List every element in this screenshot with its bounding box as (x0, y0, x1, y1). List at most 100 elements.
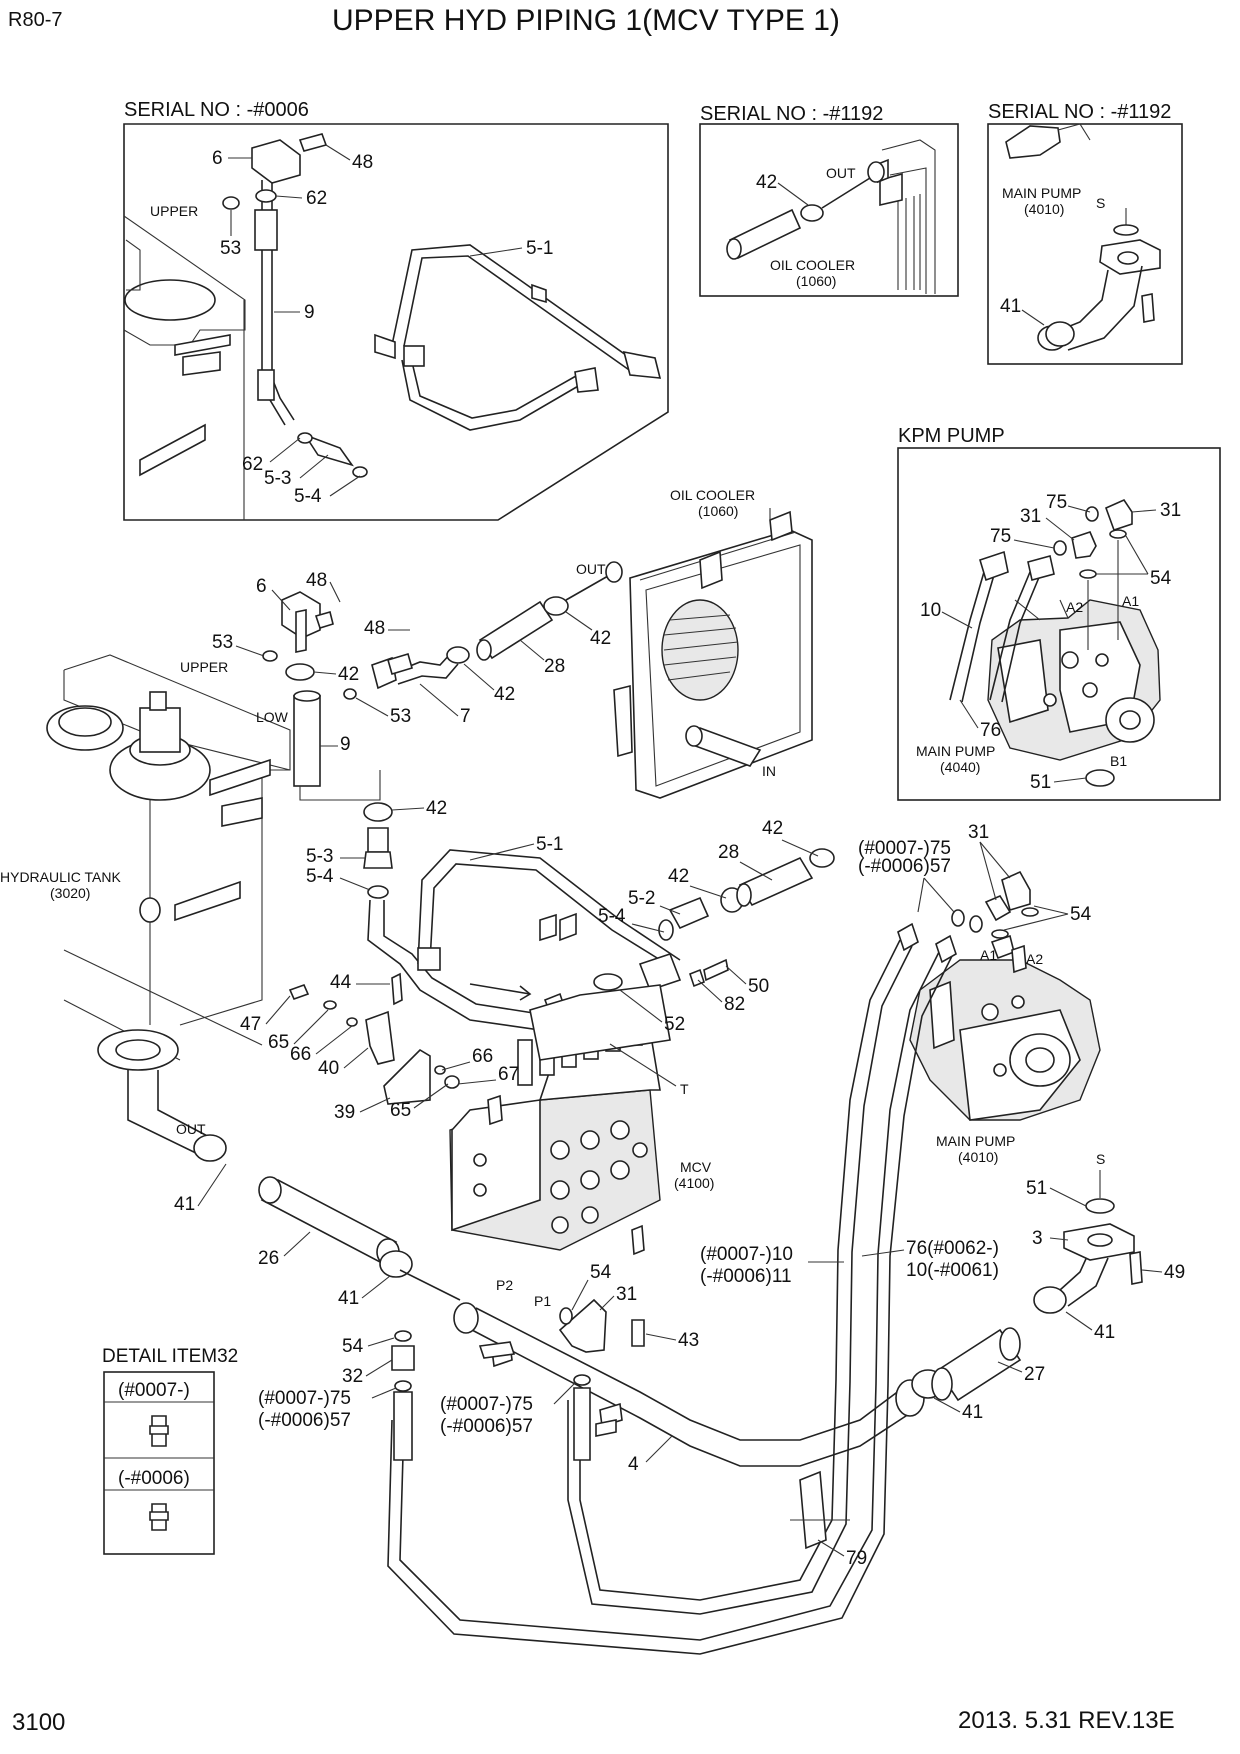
revision-date: 2013. 5.31 REV.13E (958, 1707, 1175, 1734)
callout-53: 53 (220, 238, 241, 259)
hydraulic-tank: OUT HYDRAULIC TANK (3020) UPPER LOW (0, 654, 291, 1162)
inset-serial-label-mid: SERIAL NO : -#1192 (700, 103, 883, 125)
callout-main-42a: 42 (338, 664, 359, 685)
callout-main-51: 51 (1026, 1178, 1047, 1199)
callout-main-66: 66 (290, 1044, 311, 1065)
detail-title: DETAIL ITEM32 (102, 1346, 238, 1367)
callout-main-41d: 41 (962, 1402, 983, 1423)
callout-main-4: 4 (628, 1454, 639, 1475)
callout-kpm-10: 10 (920, 600, 941, 621)
suction-line: S (258, 1151, 1143, 1467)
callout-main-48b: 48 (364, 618, 385, 639)
detail-label-b: (-#0006) (118, 1468, 190, 1489)
callout-main-10b: 10(-#0061) (906, 1260, 999, 1281)
callout-main-9: 9 (340, 734, 351, 755)
detail-label-a: (#0007-) (118, 1380, 190, 1401)
callout-62b: 62 (242, 454, 263, 475)
callout-main-75b: (#0007-)75 (258, 1388, 351, 1409)
mcv: MCV (4100) T P2 P1 (449, 984, 714, 1309)
pressure-hoses (387, 922, 957, 1655)
tag-kpm-a1: A1 (1122, 593, 1139, 609)
callout-kpm-31b: 31 (1020, 506, 1041, 527)
callout-main-28b: 28 (718, 842, 739, 863)
callout-main-49: 49 (1164, 1262, 1185, 1283)
suction-fittings: OUT (262, 561, 623, 801)
callout-main-79: 79 (846, 1548, 867, 1569)
callout-main-32: 32 (342, 1366, 363, 1387)
tag-s-right: S (1096, 195, 1105, 211)
callout-main-75c: (#0007-)75 (440, 1394, 533, 1415)
label-oil-cooler-mid: OIL COOLER (770, 257, 855, 273)
callout-main-31: 31 (968, 822, 989, 843)
label-main-pump: MAIN PUMP (936, 1133, 1015, 1149)
tag-out-tank: OUT (176, 1121, 206, 1137)
label-main-pump-right-no: (4010) (1024, 201, 1064, 217)
page-number: 3100 (12, 1709, 65, 1736)
callout-main-82: 82 (724, 994, 745, 1015)
callout-main-41: 41 (174, 1194, 195, 1215)
return-pipe (363, 802, 835, 1031)
callout-6: 6 (212, 148, 223, 169)
oil-cooler: OIL COOLER (1060) IN (613, 487, 813, 799)
tag-main-a2: A2 (1026, 951, 1043, 967)
callout-main-42d: 42 (426, 798, 447, 819)
callout-main-65: 65 (268, 1032, 289, 1053)
callout-main-5-4b: 5-4 (598, 906, 626, 927)
callout-main-53c: 53 (390, 706, 411, 727)
label-main-pump-kpm-no: (4040) (940, 759, 980, 775)
tag-t: T (680, 1081, 689, 1097)
callout-main-57: (-#0006)57 (858, 856, 951, 877)
callout-main-54g: 54 (590, 1262, 612, 1283)
main-pump: A1 A2 MAIN PUMP (4010) (909, 870, 1101, 1165)
inset-kpm-label: KPM PUMP (898, 425, 1005, 447)
callout-main-40: 40 (318, 1058, 339, 1079)
callout-main-50: 50 (748, 976, 769, 997)
callout-62: 62 (306, 188, 327, 209)
callout-5-1: 5-1 (526, 238, 553, 259)
tag-in-cooler: IN (762, 763, 776, 779)
callout-main-54h: 54 (342, 1336, 364, 1357)
callout-5-4: 5-4 (294, 486, 322, 507)
label-hydraulic-tank: HYDRAULIC TANK (0, 869, 122, 885)
label-main-pump-kpm: MAIN PUMP (916, 743, 995, 759)
page-title: UPPER HYD PIPING 1(MCV TYPE 1) (332, 4, 840, 37)
callout-main-28: 28 (544, 656, 565, 677)
inset-serial-label: SERIAL NO : -#0006 (124, 99, 309, 121)
callout-main-44: 44 (330, 972, 352, 993)
callout-kpm-76: 76 (980, 720, 1001, 741)
label-oil-cooler-no: (1060) (698, 503, 738, 519)
callout-kpm-75b: 75 (990, 526, 1011, 547)
callout-main-10: (#0007-)10 (700, 1244, 793, 1265)
callout-kpm-51: 51 (1030, 772, 1051, 793)
tag-s-main: S (1096, 1151, 1105, 1167)
tag-p1: P1 (534, 1293, 551, 1309)
callouts-main: 6 48 53 42 48 53 7 42 28 42 9 42 5-3 5-4… (174, 570, 1185, 1569)
inset-serial-0006: SERIAL NO : -#0006 6 (123, 99, 669, 521)
inset-serial-1192-pump: SERIAL NO : -#1192 MAIN PUMP (4010) S 41 (987, 101, 1183, 365)
label-hydraulic-tank-no: (3020) (50, 885, 90, 901)
callout-main-3: 3 (1032, 1228, 1043, 1249)
callout-main-43: 43 (678, 1330, 699, 1351)
callout-main-11: (-#0006)11 (700, 1266, 792, 1287)
label-mcv: MCV (680, 1159, 712, 1175)
callout-main-67: 67 (498, 1064, 519, 1085)
callout-5-3: 5-3 (264, 468, 291, 489)
callout-main-48: 48 (306, 570, 327, 591)
callout-main-42e: 42 (762, 818, 783, 839)
label-oil-cooler: OIL COOLER (670, 487, 755, 503)
callout-main-53: 53 (212, 632, 233, 653)
tag-out-mid: OUT (826, 165, 856, 181)
callout-42-mid: 42 (756, 172, 777, 193)
callout-main-5-1: 5-1 (536, 834, 563, 855)
tag-kpm-b1: B1 (1110, 753, 1127, 769)
callout-main-42c: 42 (590, 628, 611, 649)
callout-41-right: 41 (1000, 296, 1021, 317)
callout-main-41b: 41 (338, 1288, 359, 1309)
inset-serial-1192-cooler: SERIAL NO : -#1192 OUT 42 OIL COOLER (10… (699, 103, 959, 297)
label-oil-cooler-mid-no: (1060) (796, 273, 836, 289)
callout-main-47: 47 (240, 1014, 261, 1035)
callout-main-42f: 42 (668, 866, 689, 887)
tag-upper: UPPER (150, 203, 198, 219)
callout-main-27: 27 (1024, 1364, 1045, 1385)
